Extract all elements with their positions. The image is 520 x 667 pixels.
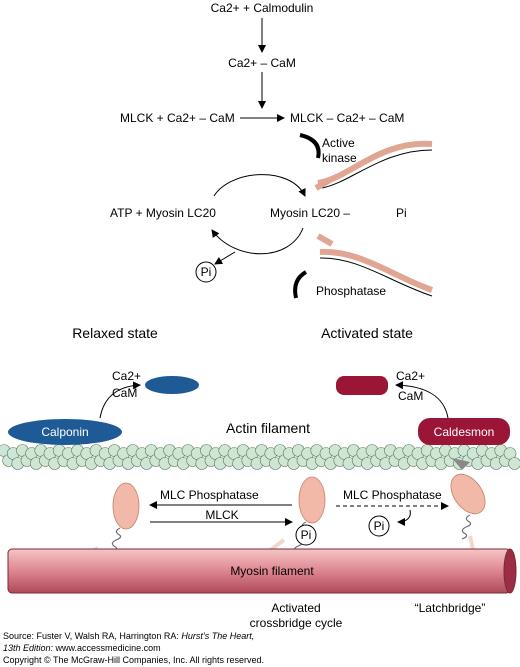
source-line2-edition: 13th Edition: xyxy=(3,643,54,653)
caldesmon-label: Caldesmon xyxy=(433,425,495,439)
source-line3: Copyright © The McGraw-Hill Companies, I… xyxy=(3,655,265,665)
pi-head-label: Pi xyxy=(300,528,312,542)
active-kinase-bracket xyxy=(299,133,321,159)
myosin-filament-label: Myosin filament xyxy=(230,564,314,578)
atp-myosin-label: ATP + Myosin LC20 xyxy=(110,206,216,220)
ca-calmodulin-label: Ca2+ + Calmodulin xyxy=(210,1,314,15)
latch-marker xyxy=(452,458,470,470)
myosin-head-middle xyxy=(298,476,326,524)
cam-left-label: CaM xyxy=(112,386,138,400)
source-line1: Source: Fuster V, Walsh RA, Harrington R… xyxy=(3,631,254,642)
active-label: Active xyxy=(322,136,355,150)
actin-filament-label: Actin filament xyxy=(225,420,311,436)
pi-latch-arrow xyxy=(397,509,411,526)
pi-latch-label: Pi xyxy=(373,519,385,533)
latchbridge-label: “Latchbridge” xyxy=(414,601,486,615)
caldesmon-pill xyxy=(418,418,510,445)
calponin-label: Calponin xyxy=(41,425,89,439)
caldesmon-arrow xyxy=(395,381,449,419)
cycle-arc-top xyxy=(213,174,306,197)
ca-cam-label: Ca2+ – CaM xyxy=(228,56,296,70)
mlck-plus-label: MLCK + Ca2+ – CaM xyxy=(120,111,235,125)
source-line1-title: Hurst’s The Heart, xyxy=(181,631,255,641)
kinase-label: kinase xyxy=(322,151,357,165)
mlc-phosphatase-right-label: MLC Phosphatase xyxy=(343,488,442,502)
pi-connector-lower xyxy=(316,233,334,247)
cam-right-label: CaM xyxy=(398,389,424,403)
caldesmon-red-piece xyxy=(336,376,388,395)
cycle-arc-bottom xyxy=(211,227,304,255)
ca-left-label: Ca2+ xyxy=(112,369,142,383)
phosphatase-chain xyxy=(319,248,433,293)
phosphatase-bracket xyxy=(293,270,308,299)
pi-latch-circle xyxy=(368,515,390,537)
actin-bead xyxy=(508,457,520,470)
phosphatase-chain-line xyxy=(319,257,433,297)
mlc-phosphatase-left-label: MLC Phosphatase xyxy=(160,488,259,502)
relaxed-state-heading: Relaxed state xyxy=(72,325,158,341)
calponin-pill xyxy=(8,419,122,445)
myosin-lc20-label: Myosin LC20 – xyxy=(270,206,351,220)
calponin-arrow xyxy=(99,381,141,419)
source-line2: 13th Edition: www.accessmedicine.com xyxy=(3,643,161,654)
activated-state-heading: Activated state xyxy=(321,325,413,341)
myosin-filament-end xyxy=(503,548,517,594)
activated-cycle-line1: Activated xyxy=(271,601,321,615)
pi-connector-upper xyxy=(314,177,332,191)
mlck-label: MLCK xyxy=(205,508,239,522)
kinase-chain-top-line xyxy=(321,149,433,189)
ca-right-label: Ca2+ xyxy=(396,369,426,383)
actin-filament xyxy=(0,444,520,470)
phosphatase-label: Phosphatase xyxy=(316,284,387,298)
source-line2-url: www.accessmedicine.com xyxy=(53,643,161,653)
pi-circle-label: Pi xyxy=(200,265,212,279)
cam-blue-oval xyxy=(145,376,199,394)
pi-right-label: Pi xyxy=(396,206,407,220)
mlck-complex-label: MLCK – Ca2+ – CaM xyxy=(290,111,405,125)
myosin-head-right xyxy=(450,473,486,515)
source-line1-prefix: Source: Fuster V, Walsh RA, Harrington R… xyxy=(3,631,182,641)
pi-head-circle xyxy=(295,524,317,546)
myosin-head-left xyxy=(112,482,140,530)
coil-right xyxy=(461,514,472,540)
pi-circle xyxy=(195,261,217,283)
pi-release-arrow xyxy=(214,251,236,265)
activated-cycle-line2: crossbridge cycle xyxy=(249,616,343,630)
